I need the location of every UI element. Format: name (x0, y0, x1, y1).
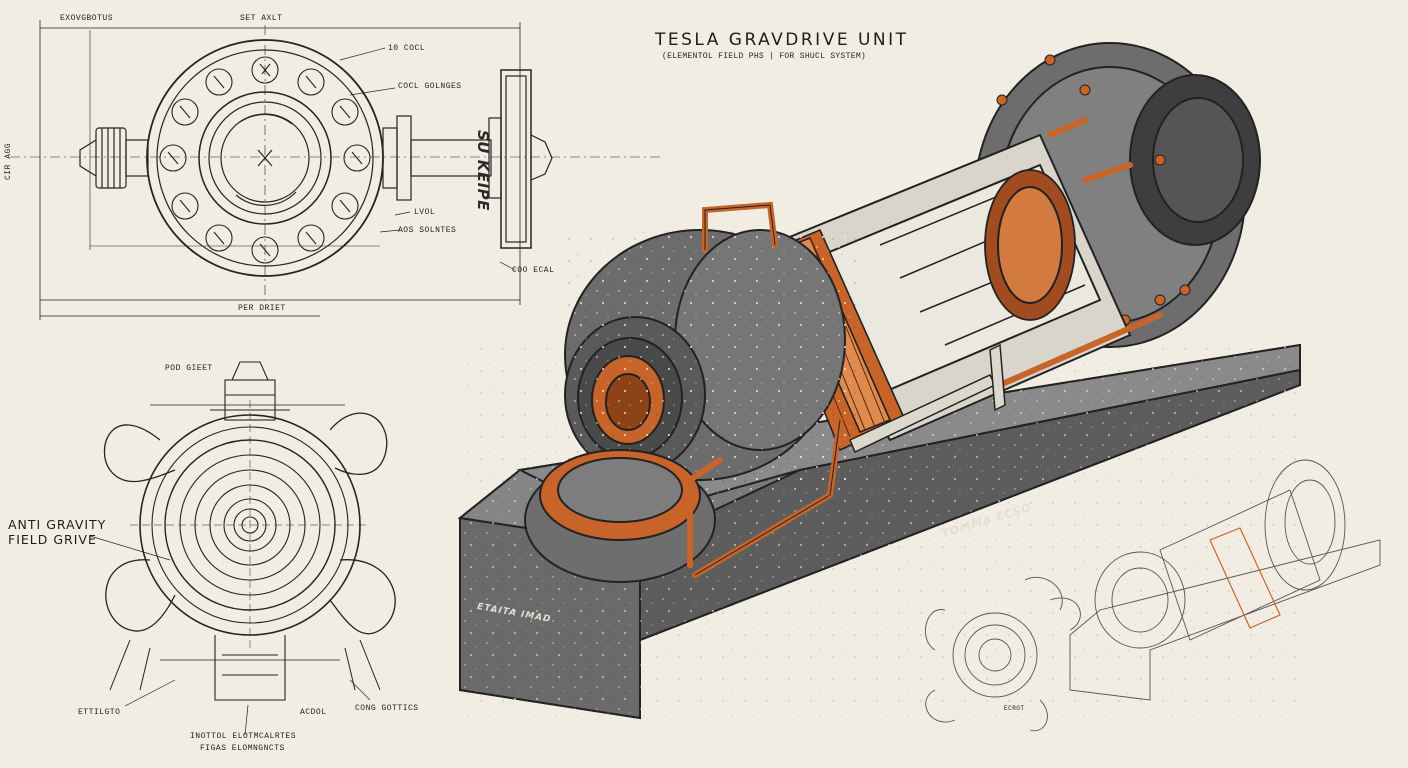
drawing-title: TESLA GRAVDRIVE UNIT (655, 30, 909, 50)
front-view-label-top: SET AXLT (240, 14, 283, 23)
end-view-drawing (89, 361, 396, 736)
end-plate-glyphs: SU KEIPE (474, 130, 492, 211)
front-view-label-right-5: COO ECAL (512, 266, 555, 275)
front-view-label-right-3: LVOL (414, 208, 436, 217)
front-view-label-right-1: 10 COCL (388, 44, 426, 53)
main-render (457, 42, 1301, 720)
thumbnail-label: ECROT (1004, 705, 1025, 712)
anti-gravity-callout: ANTI GRAVITY FIELD GRIVE (8, 517, 107, 547)
drawing-subtitle: (ELEMENTOL FIELD PHS | FOR SHUCL SYSTEM) (662, 52, 867, 61)
end-view-caption-line-2: FIGAS ELOMNGNCTS (200, 744, 285, 753)
front-view-label-bottom: PER DRIET (238, 304, 286, 313)
front-view-drawing (10, 20, 660, 320)
end-view-label-bottom-center: ACDOL (300, 708, 327, 717)
thumbnail-sketches (925, 459, 1381, 732)
housing-texture (560, 230, 860, 490)
lower-turret (524, 449, 716, 583)
end-view-label-bottom-left: ETTILGTO (78, 708, 121, 717)
front-view-label-side: CIR AGG (4, 142, 13, 180)
support-bracket (849, 343, 1006, 454)
end-view-label-top: POD GIEET (165, 364, 213, 373)
end-view-label-bottom-right: CONG GOTTICS (355, 704, 419, 713)
pipe-outline (694, 204, 841, 576)
front-view-label-top-left: EXOVGBOTUS (60, 14, 114, 23)
end-view-caption-line-1: INOTTOL ELOTMCALRTES (190, 732, 297, 741)
front-view-label-right-4: AOS SOLNTES (398, 226, 457, 235)
front-view-label-right-2: COCL GOLNGES (398, 82, 462, 91)
